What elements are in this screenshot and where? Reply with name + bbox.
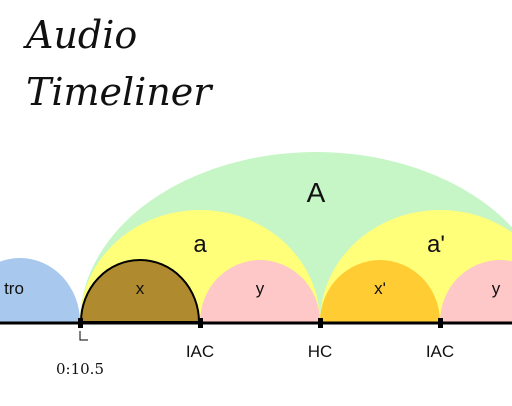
segment-y-2-arc[interactable]: [440, 260, 512, 322]
segment-a-prime-label: a': [427, 231, 445, 258]
tick-playhead[interactable]: [78, 318, 83, 328]
playhead-time-label: 0:10.5: [56, 360, 104, 378]
segment-intro-arc[interactable]: [0, 258, 80, 322]
marker-hc-label: HC: [308, 342, 333, 361]
app-title-line-2: Timeliner: [26, 70, 212, 114]
marker-iac-1-label: IAC: [186, 342, 214, 361]
segment-A-label: A: [307, 177, 326, 208]
segment-x-prime-arc[interactable]: [320, 260, 440, 322]
segment-y-1-arc[interactable]: [200, 260, 320, 322]
segment-a-label: a: [193, 231, 207, 258]
segment-y-1-label: y: [256, 279, 265, 298]
playhead-bracket-icon: [79, 331, 88, 341]
tick-iac-2[interactable]: [438, 318, 443, 328]
segment-intro-label: tro: [4, 279, 24, 298]
marker-iac-2-label: IAC: [426, 342, 454, 361]
segment-y-2-label: y: [492, 279, 501, 298]
tick-hc[interactable]: [318, 318, 323, 328]
segment-x-prime-label: x': [374, 279, 386, 298]
tick-iac-1[interactable]: [198, 318, 203, 328]
segment-x-label: x: [136, 279, 145, 298]
app-title-line-1: Audio: [26, 13, 138, 57]
segment-x-arc[interactable]: [79, 259, 201, 323]
